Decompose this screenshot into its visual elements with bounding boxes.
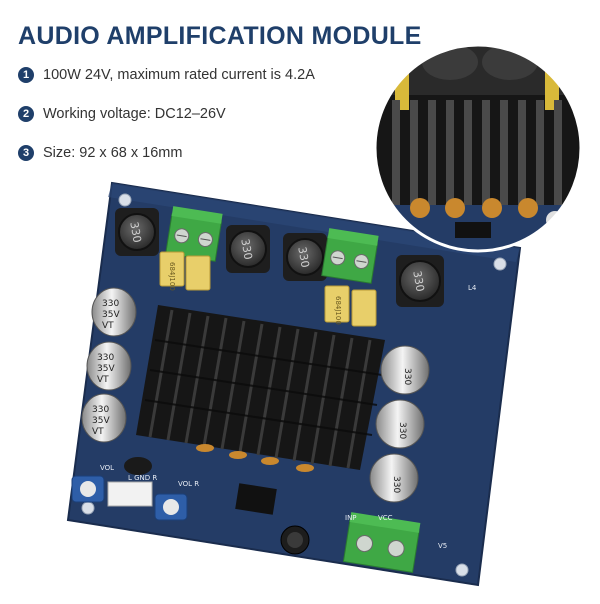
svg-text:330: 330 bbox=[391, 476, 401, 493]
svg-text:35V: 35V bbox=[92, 416, 110, 426]
spec-text: 100W 24V, maximum rated current is 4.2A bbox=[43, 67, 315, 83]
spec-text: Size: 92 x 68 x 16mm bbox=[43, 145, 183, 161]
svg-text:35V: 35V bbox=[102, 310, 120, 320]
svg-text:330: 330 bbox=[102, 299, 119, 309]
spec-number-badge: 3 bbox=[18, 145, 34, 161]
svg-text:VT: VT bbox=[97, 375, 109, 385]
page-title: AUDIO AMPLIFICATION MODULE bbox=[18, 22, 422, 50]
silk-l-gnd-r: L GND R bbox=[128, 474, 157, 482]
silk-vcc: VCC bbox=[378, 514, 393, 522]
film-cap-label: 684J100 bbox=[168, 262, 176, 291]
inductors: 330 330 330 330 bbox=[115, 208, 444, 307]
spec-number-badge: 1 bbox=[18, 67, 34, 83]
svg-text:330: 330 bbox=[92, 405, 109, 415]
inductor-label: 330 bbox=[295, 246, 311, 269]
electrolytic-capacitors: 330 35V VT 330 35V VT 330 35V VT 330 330… bbox=[81, 287, 430, 555]
svg-text:330: 330 bbox=[402, 368, 412, 385]
mounting-holes bbox=[81, 193, 507, 577]
silk-v5: V5 bbox=[438, 542, 447, 550]
inductor-label: 330 bbox=[127, 221, 143, 244]
spec-number-badge: 2 bbox=[18, 106, 34, 122]
silk-l4: L4 bbox=[468, 284, 477, 292]
spec-item-size: 3 Size: 92 x 68 x 16mm bbox=[18, 145, 182, 161]
silk-vol-r: VOL R bbox=[178, 480, 199, 488]
zoom-inset bbox=[373, 43, 583, 253]
silk-vol: VOL bbox=[100, 464, 114, 472]
silk-inp: INP bbox=[345, 514, 357, 522]
spec-item-voltage: 2 Working voltage: DC12–26V bbox=[18, 106, 226, 122]
film-capacitors bbox=[159, 251, 377, 327]
svg-text:VT: VT bbox=[92, 427, 104, 437]
svg-text:330: 330 bbox=[97, 353, 114, 363]
svg-text:VT: VT bbox=[102, 321, 114, 331]
heatsink bbox=[136, 305, 385, 470]
spec-item-power: 1 100W 24V, maximum rated current is 4.2… bbox=[18, 67, 315, 83]
inductor-label: 330 bbox=[410, 270, 426, 293]
svg-text:330: 330 bbox=[397, 422, 407, 439]
spec-text: Working voltage: DC12–26V bbox=[43, 106, 226, 122]
inductor-label: 330 bbox=[238, 238, 254, 261]
small-components bbox=[71, 444, 314, 521]
film-cap-label: 684J100 bbox=[334, 296, 342, 325]
svg-text:35V: 35V bbox=[97, 364, 115, 374]
